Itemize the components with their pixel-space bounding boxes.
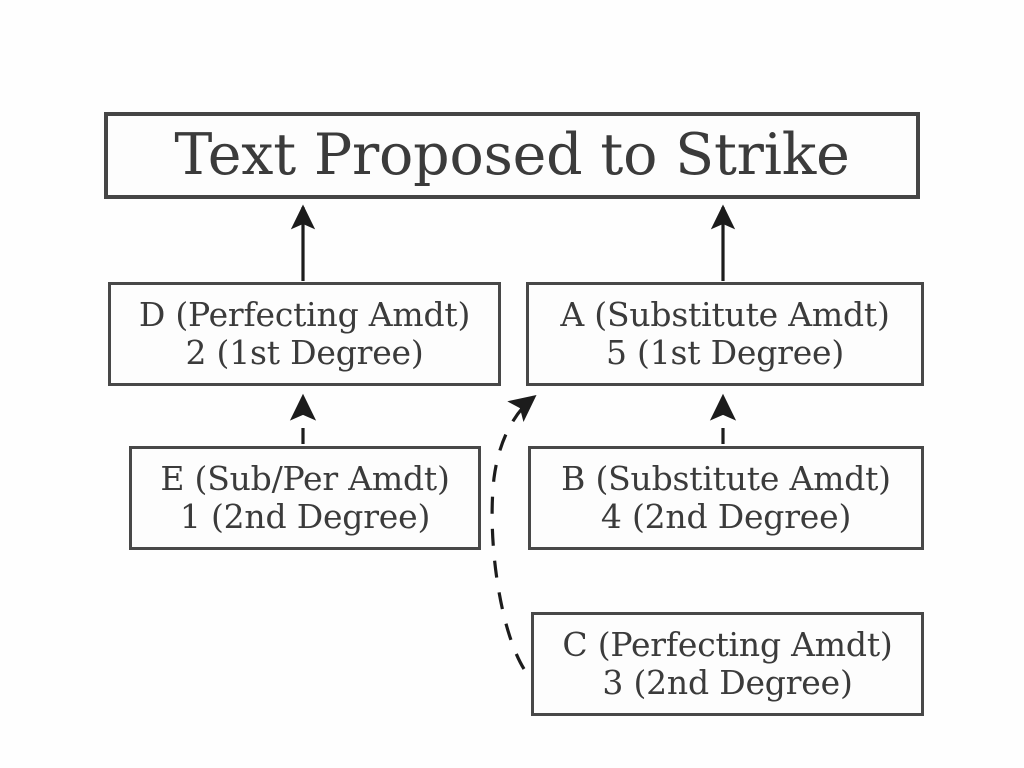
node-e-label: E (Sub/Per Amdt): [160, 459, 450, 499]
node-c-perfecting-amendment[interactable]: C (Perfecting Amdt) 3 (2nd Degree): [531, 612, 924, 716]
node-e-sub-per-amendment[interactable]: E (Sub/Per Amdt) 1 (2nd Degree): [129, 446, 481, 550]
title-box: Text Proposed to Strike: [104, 112, 920, 199]
node-a-degree: 5 (1st Degree): [605, 333, 845, 372]
node-b-degree: 4 (2nd Degree): [600, 497, 852, 536]
node-b-substitute-amendment[interactable]: B (Substitute Amdt) 4 (2nd Degree): [528, 446, 924, 550]
node-c-label: C (Perfecting Amdt): [562, 625, 893, 665]
node-a-label: A (Substitute Amdt): [560, 295, 890, 335]
node-d-label: D (Perfecting Amdt): [138, 295, 471, 335]
node-c-degree: 3 (2nd Degree): [602, 663, 853, 702]
node-d-degree: 2 (1st Degree): [185, 333, 424, 372]
node-a-substitute-amendment[interactable]: A (Substitute Amdt) 5 (1st Degree): [526, 282, 924, 386]
node-d-perfecting-amendment[interactable]: D (Perfecting Amdt) 2 (1st Degree): [108, 282, 501, 386]
node-e-degree: 1 (2nd Degree): [179, 497, 431, 536]
node-b-label: B (Substitute Amdt): [561, 459, 891, 499]
page-title: Text Proposed to Strike: [174, 121, 850, 188]
